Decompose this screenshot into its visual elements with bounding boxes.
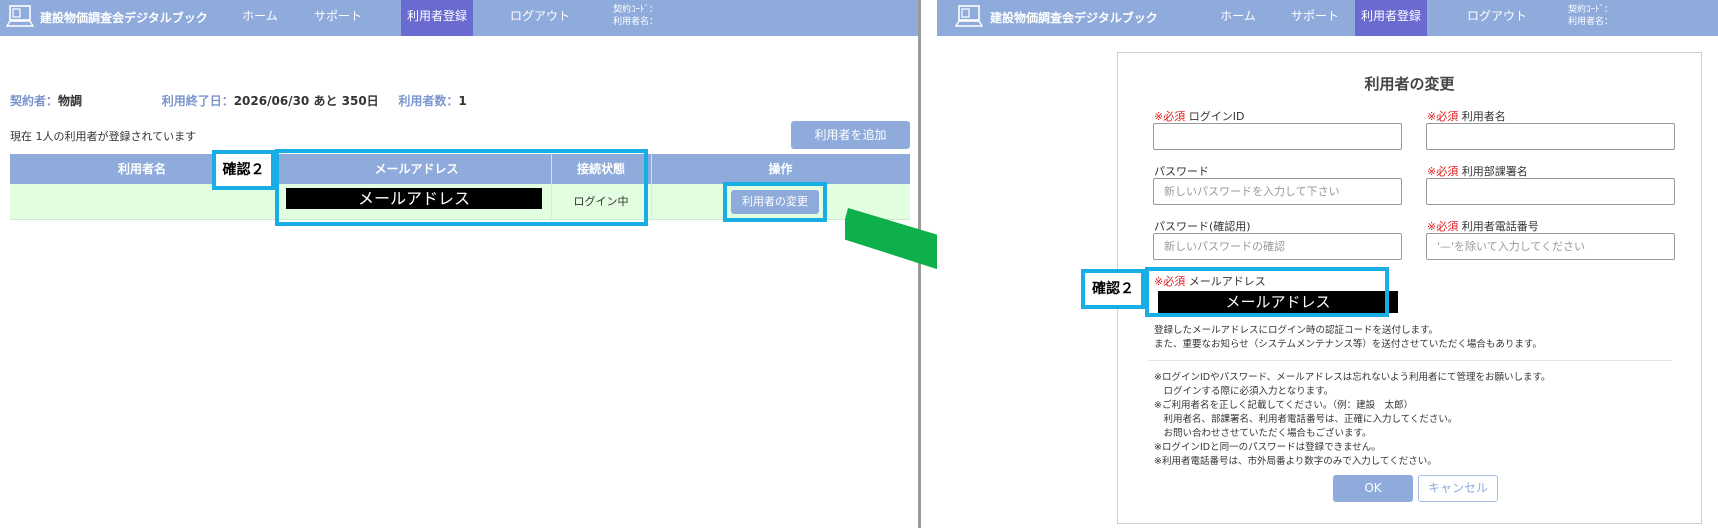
password-confirm-input[interactable]: 新しいパスワードの確認 — [1153, 233, 1402, 260]
user-name-label: ※必須 利用者名 — [1427, 108, 1506, 124]
required-mark: ※必須 — [1427, 110, 1459, 123]
required-mark: ※必須 — [1154, 275, 1186, 288]
contractor-label: 契約者： — [10, 94, 59, 108]
header-bar: 建設物価調査会デジタルブック ホーム サポート 利用者登録 ログアウト 契約ｺｰ… — [937, 0, 1718, 36]
contractor-value: 物調 — [58, 94, 83, 108]
login-id-label-text: ログインID — [1188, 110, 1245, 123]
nav-home[interactable]: ホーム — [242, 9, 278, 23]
callout-label: 確認２ — [212, 150, 275, 190]
app-title: 建設物価調査会デジタルブック — [40, 11, 208, 25]
email-label: ※必須 メールアドレス — [1154, 273, 1266, 289]
department-input[interactable] — [1426, 178, 1675, 205]
ok-button[interactable]: OK — [1333, 475, 1413, 502]
email-note-1: 登録したメールアドレスにログイン時の認証コードを送付します。 — [1154, 325, 1439, 336]
nav-home[interactable]: ホーム — [1220, 9, 1256, 23]
callout-label: 確認２ — [1081, 269, 1145, 309]
registered-count-text: 現在 1人の利用者が登録されています — [10, 130, 197, 143]
user-edit-form: 利用者の変更 ※必須 ログインID ※必須 利用者名 パスワード 新しいパスワー… — [1117, 52, 1702, 524]
user-list-panel: 建設物価調査会デジタルブック ホーム サポート 利用者登録 ログアウト 契約ｺｰ… — [0, 0, 918, 226]
header-divider — [551, 154, 552, 184]
user-name-input[interactable] — [1426, 123, 1675, 150]
phone-input[interactable]: '—'を除いて入力してください — [1426, 233, 1675, 260]
password-label: パスワード — [1154, 165, 1209, 178]
phone-label: ※必須 利用者電話番号 — [1427, 218, 1539, 234]
nav-user-registration[interactable]: 利用者登録 — [401, 0, 473, 36]
required-mark: ※必須 — [1427, 220, 1459, 233]
email-label-text: メールアドレス — [1188, 275, 1266, 288]
col-email: メールアドレス — [374, 162, 459, 176]
user-name-label: 利用者名： — [613, 17, 659, 27]
end-date-label: 利用終了日： — [161, 94, 234, 108]
cell-divider — [551, 184, 552, 220]
phone-label-text: 利用者電話番号 — [1461, 220, 1539, 233]
col-user-name: 利用者名 — [117, 162, 166, 176]
required-mark: ※必須 — [1427, 165, 1459, 178]
login-id-label: ※必須 ログインID — [1154, 108, 1244, 124]
computer-book-icon — [955, 5, 984, 27]
nav-support[interactable]: サポート — [313, 9, 362, 23]
note-line: ※ログインIDと同一のパスワードは登録できません。 — [1154, 442, 1381, 453]
user-name-label: 利用者名： — [1568, 17, 1614, 27]
app-title: 建設物価調査会デジタルブック — [990, 11, 1158, 25]
nav-user-registration[interactable]: 利用者登録 — [1355, 0, 1427, 36]
cell-divider — [651, 184, 652, 220]
user-name-label-text: 利用者名 — [1461, 110, 1506, 123]
col-status: 接続状態 — [576, 162, 625, 176]
change-button-highlight-box — [723, 182, 827, 222]
nav-logout[interactable]: ログアウト — [509, 9, 570, 23]
password-confirm-label: パスワード(確認用) — [1154, 220, 1251, 233]
department-label: ※必須 利用部課署名 — [1427, 163, 1528, 179]
user-count-label: 利用者数： — [398, 94, 459, 108]
note-line: ログインする際に必須入力となります。 — [1154, 386, 1334, 397]
note-line: ※利用者電話番号は、市外局番より数字のみで入力してください。 — [1154, 456, 1437, 467]
panel-divider — [918, 0, 921, 528]
col-action: 操作 — [768, 162, 793, 176]
note-line: 利用者名、部課署名、利用者電話番号は、正確に入力してください。 — [1154, 414, 1458, 425]
email-highlight-box — [1145, 267, 1389, 317]
form-title: 利用者の変更 — [1364, 75, 1455, 93]
divider-line — [1148, 360, 1672, 361]
email-input[interactable]: メールアドレス — [1158, 291, 1398, 313]
note-line: ※ログインIDやパスワード、メールアドレスは忘れないよう利用者にて管理をお願いし… — [1154, 372, 1551, 383]
end-date-value: 2026/06/30 あと 350日 — [233, 94, 379, 108]
contract-info: 契約ｺｰﾄﾞ： 利用者名： — [613, 4, 658, 28]
required-mark: ※必須 — [1154, 110, 1186, 123]
connection-status: ログイン中 — [573, 195, 629, 208]
email-highlight-box — [275, 149, 648, 226]
login-id-input[interactable] — [1153, 123, 1402, 150]
user-table-header: 利用者名 メールアドレス 接続状態 操作 — [10, 154, 910, 184]
note-line: ※ご利用者名を正しく記載してください。（例：建設 太郎） — [1154, 400, 1414, 411]
contract-code-label: 契約ｺｰﾄﾞ： — [1568, 5, 1614, 15]
change-user-button[interactable]: 利用者の変更 — [731, 190, 819, 214]
user-count-value: 1 — [458, 94, 467, 108]
note-line: お問い合わせさせていただく場合もございます。 — [1154, 428, 1372, 439]
cancel-button[interactable]: キャンセル — [1418, 475, 1498, 502]
email-redacted-value: メールアドレス — [286, 188, 542, 209]
add-user-button[interactable]: 利用者を追加 — [791, 121, 910, 149]
contract-code-label: 契約ｺｰﾄﾞ： — [613, 5, 659, 15]
header-divider — [651, 154, 652, 184]
nav-support[interactable]: サポート — [1290, 9, 1339, 23]
user-edit-panel: 建設物価調査会デジタルブック ホーム サポート 利用者登録 ログアウト 契約ｺｰ… — [937, 0, 1718, 528]
password-input[interactable]: 新しいパスワードを入力して下さい — [1153, 178, 1402, 205]
email-note-2: また、重要なお知らせ（システムメンテナンス等）を送付させていただく場合もあります… — [1154, 339, 1542, 350]
department-label-text: 利用部課署名 — [1461, 165, 1528, 178]
nav-logout[interactable]: ログアウト — [1466, 9, 1527, 23]
contract-info: 契約ｺｰﾄﾞ： 利用者名： — [1568, 4, 1613, 28]
header-bar: 建設物価調査会デジタルブック ホーム サポート 利用者登録 ログアウト 契約ｺｰ… — [0, 0, 918, 36]
computer-book-icon — [6, 5, 35, 27]
contract-summary: 契約者：物調 利用終了日：2026/06/30 あと 350日 利用者数：1 — [10, 92, 467, 109]
